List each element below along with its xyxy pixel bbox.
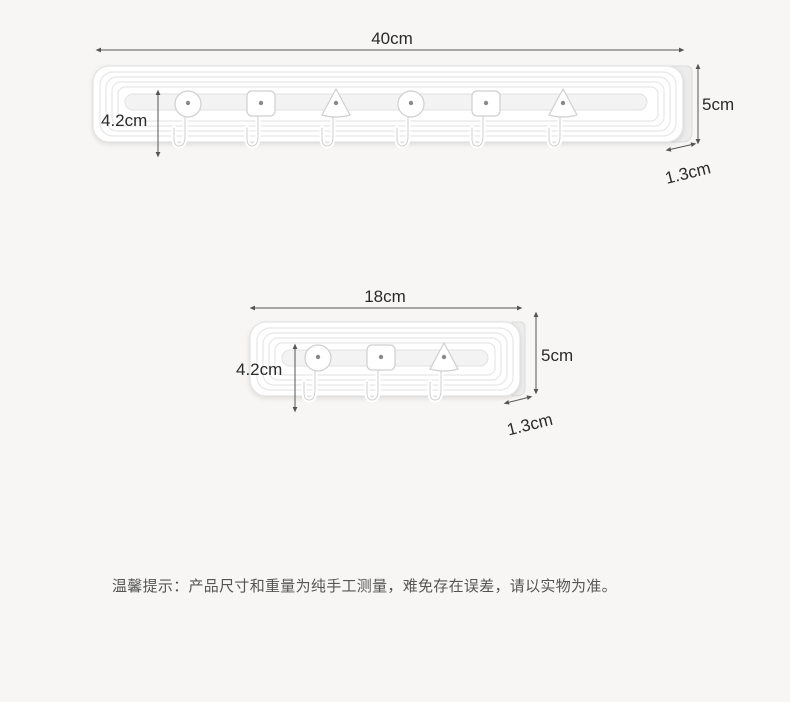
hook-screw bbox=[560, 100, 566, 106]
hook-arm-outline bbox=[321, 113, 334, 147]
hook-arm-outline bbox=[429, 367, 442, 401]
hook-arm-outline bbox=[303, 367, 316, 401]
hook-screw bbox=[333, 100, 339, 106]
hook-triangle bbox=[319, 88, 351, 149]
large-rack-grooves bbox=[99, 71, 677, 137]
small-height-label: 5cm bbox=[541, 346, 573, 365]
hook-square bbox=[244, 90, 276, 149]
hook-screw bbox=[315, 354, 321, 360]
hook-round bbox=[171, 90, 202, 149]
hook-square bbox=[364, 344, 396, 403]
large-width-label: 40cm bbox=[371, 29, 413, 48]
hook-arm-outline bbox=[396, 113, 409, 147]
measurement-disclaimer: 温馨提示：产品尺寸和重量为纯手工测量，难免存在误差，请以实物为准。 bbox=[112, 577, 617, 595]
hook-arm-outline bbox=[366, 367, 379, 401]
small-rack-hooks bbox=[301, 342, 459, 403]
hook-screw bbox=[378, 354, 384, 360]
large-depth-label: 1.3cm bbox=[663, 158, 713, 188]
hook-arm-outline bbox=[173, 113, 186, 147]
hook-arm-outline bbox=[246, 113, 259, 147]
large-height-label: 5cm bbox=[702, 95, 734, 114]
large-depth-line bbox=[665, 142, 697, 152]
hook-triangle bbox=[427, 342, 459, 403]
hook-arm-outline bbox=[548, 113, 561, 147]
hook-arm-outline bbox=[471, 113, 484, 147]
small-rack-grooves bbox=[256, 327, 514, 391]
hook-screw bbox=[258, 100, 264, 106]
hook-screw bbox=[483, 100, 489, 106]
hook-square bbox=[469, 90, 501, 149]
hook-screw bbox=[408, 100, 414, 106]
small-rack bbox=[249, 321, 526, 403]
hook-triangle bbox=[546, 88, 578, 149]
hook-round bbox=[301, 344, 332, 403]
large-rack bbox=[92, 65, 693, 149]
small-hook-height-label: 4.2cm bbox=[236, 360, 282, 379]
hook-screw bbox=[185, 100, 191, 106]
large-rack-hooks bbox=[171, 88, 578, 149]
hook-screw bbox=[441, 354, 447, 360]
small-depth-line bbox=[503, 395, 533, 405]
hook-round bbox=[394, 90, 425, 149]
small-width-label: 18cm bbox=[364, 287, 406, 306]
small-depth-label: 1.3cm bbox=[505, 410, 555, 440]
large-hook-height-label: 4.2cm bbox=[101, 111, 147, 130]
